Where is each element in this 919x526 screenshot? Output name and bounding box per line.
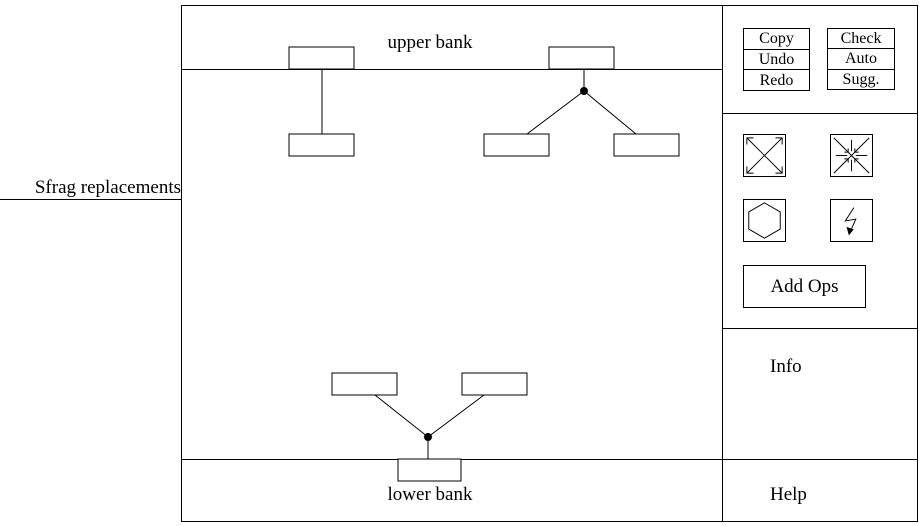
redo-button[interactable]: Redo	[759, 71, 794, 89]
connector-lower-branch-left	[374, 394, 429, 438]
lower-bank-label: lower bank	[387, 484, 473, 505]
lower-bank-node[interactable]	[397, 458, 462, 482]
panel-separator-2	[722, 328, 918, 329]
connector-right-branch-right	[583, 90, 637, 135]
lightning-icon	[844, 207, 857, 236]
upper-bank-line	[181, 69, 722, 70]
child-node-right-a[interactable]	[483, 133, 550, 157]
upper-bank-label: upper bank	[387, 32, 473, 53]
suggest-button[interactable]: Sugg.	[842, 70, 880, 88]
undo-button[interactable]: Undo	[744, 50, 809, 71]
info-label: Info	[770, 356, 802, 377]
side-label: Sfrag replacements	[0, 177, 181, 200]
copy-button[interactable]: Copy	[744, 29, 809, 50]
contract-arrows-icon	[833, 137, 870, 174]
upper-node-left[interactable]	[288, 46, 355, 70]
hexagon-tool-button[interactable]	[743, 199, 786, 242]
auto-button[interactable]: Auto	[828, 49, 894, 70]
check-button-group: Check Auto Sugg.	[827, 28, 895, 90]
lightning-tool-button[interactable]	[830, 199, 873, 242]
connector-lower-branch-right	[427, 394, 485, 438]
connector-right-branch-left	[526, 90, 585, 135]
expand-tool-button[interactable]	[743, 134, 786, 177]
panel-divider	[722, 5, 723, 522]
help-button[interactable]: Help	[770, 484, 807, 505]
lower-child-node-left[interactable]	[331, 372, 398, 396]
child-node-right-b[interactable]	[613, 133, 680, 157]
editor-frame	[181, 5, 918, 522]
hexagon-icon	[748, 202, 781, 239]
junction-dot-upper	[580, 87, 588, 95]
contract-tool-button[interactable]	[830, 134, 873, 177]
panel-separator-1	[722, 113, 918, 114]
lower-child-node-right[interactable]	[461, 372, 528, 396]
edit-button-group: Copy Undo Redo	[743, 28, 810, 91]
junction-dot-lower	[424, 433, 432, 441]
upper-node-right[interactable]	[548, 46, 615, 70]
expand-arrows-icon	[746, 137, 783, 174]
check-button[interactable]: Check	[828, 29, 894, 50]
panel-separator-3	[722, 459, 918, 460]
add-ops-button[interactable]: Add Ops	[743, 265, 866, 308]
child-node-left[interactable]	[288, 133, 355, 157]
